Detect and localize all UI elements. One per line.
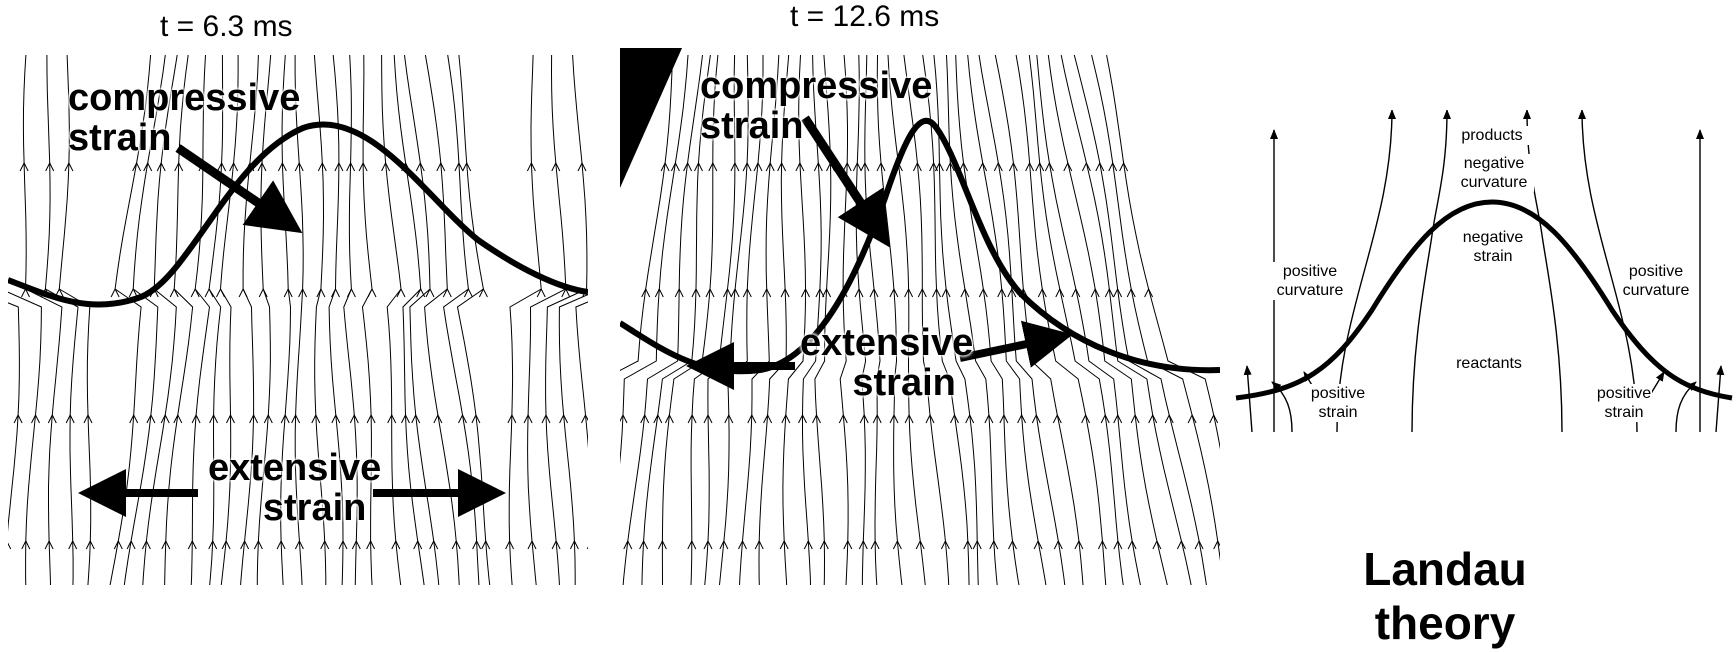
positive-strain-arrow	[1247, 366, 1252, 432]
streamline	[382, 55, 402, 585]
streamline	[425, 55, 460, 585]
streamline	[968, 55, 1048, 585]
negative-strain-label: negative strain	[1458, 228, 1528, 266]
time-label-panel-1: t = 6.3 ms	[160, 10, 293, 44]
landau-schematic: products negative curvature negative str…	[1232, 110, 1736, 490]
positive-strain-left-label: positive strain	[1310, 384, 1366, 422]
compressive-strain-label: compressive strain	[68, 78, 300, 158]
streamline-arrowhead	[479, 289, 487, 297]
time-label-panel-2: t = 12.6 ms	[790, 0, 939, 34]
compressive-strain-label: compressive strain	[700, 66, 932, 146]
extensive-arrow-right	[960, 336, 1065, 358]
corner-shadow	[620, 48, 682, 188]
flow-field-panel-2: compressive strain extensive strain	[620, 48, 1220, 585]
streamline	[8, 55, 41, 585]
streamline	[509, 55, 541, 585]
extensive-strain-label: extensive strain	[208, 448, 381, 528]
streamline	[947, 55, 999, 585]
products-label: products	[1454, 126, 1530, 145]
streamline	[8, 55, 19, 585]
streamline-arrowhead	[443, 289, 451, 297]
streamline-arrowhead	[620, 415, 627, 423]
streamline	[1029, 55, 1124, 585]
positive-strain-right-label: positive strain	[1596, 384, 1652, 422]
flow-field-panel-1: compressive strain extensive strain	[8, 50, 588, 585]
landau-theory-caption: Landau theory	[1330, 542, 1560, 650]
streamline	[1107, 55, 1220, 585]
streamline	[23, 55, 62, 585]
negative-curvature-label: negative curvature	[1454, 154, 1534, 192]
streamline-arrowhead	[111, 289, 119, 297]
streamline	[576, 55, 588, 585]
streamline-arrowhead	[582, 415, 589, 423]
streamline-arrow	[1412, 110, 1447, 432]
streamline	[546, 55, 587, 585]
streamline	[559, 55, 588, 585]
streamline	[444, 55, 480, 585]
positive-curvature-right-label: positive curvature	[1618, 262, 1694, 300]
streamline	[1092, 55, 1220, 585]
streamline	[405, 55, 440, 585]
streamline-arrowhead	[587, 541, 588, 549]
positive-curvature-left-label: positive curvature	[1272, 262, 1348, 300]
positive-strain-arrow	[1716, 366, 1721, 432]
streamline	[1074, 55, 1208, 585]
streamline-arrowhead	[417, 289, 425, 297]
streamline-arrowhead	[464, 289, 472, 297]
extensive-strain-label: extensive strain	[800, 323, 973, 403]
reactants-label: reactants	[1454, 354, 1524, 373]
streamline-arrowhead	[170, 289, 178, 297]
compressive-arrow	[178, 148, 295, 228]
streamline-arrowhead	[8, 541, 11, 549]
streamline-arrowhead	[368, 289, 376, 297]
streamline-arrowhead	[426, 289, 434, 297]
